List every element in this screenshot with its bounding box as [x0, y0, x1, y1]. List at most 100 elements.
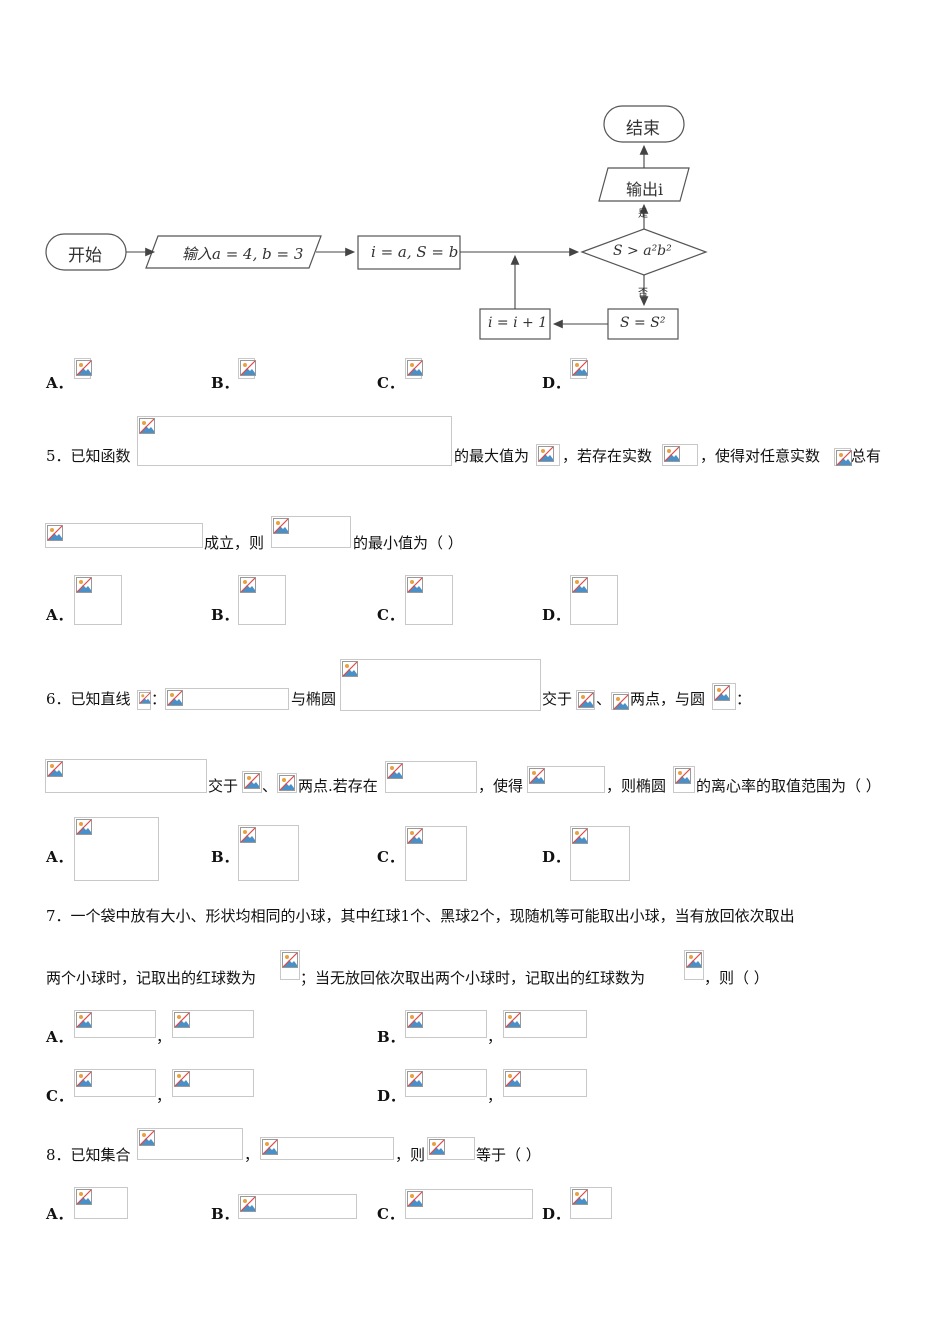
broken-image-icon — [76, 1012, 92, 1028]
q6-point-d — [277, 773, 297, 793]
q5-text-3: ，若存在实数 — [562, 447, 653, 465]
q7-option-b-comma: ， — [487, 1028, 503, 1046]
q4-option-c-label: C． — [377, 374, 404, 392]
q6-text-8: 交于 — [208, 777, 239, 795]
q5-text-4: ，使得对任意实数 — [700, 447, 821, 465]
q6-option-a-image — [74, 817, 159, 881]
q5-option-b-image — [238, 575, 286, 625]
q8-option-d-label: D． — [542, 1205, 571, 1223]
q8-set-expression — [427, 1137, 475, 1160]
condition-diamond — [580, 228, 708, 276]
q5-option-c-image — [405, 575, 453, 625]
q8-text-4: 等于（ ） — [476, 1146, 541, 1164]
q6-text-9: 、 — [262, 777, 278, 795]
broken-image-icon — [47, 761, 63, 777]
q6-text-10: 两点.若存在 — [298, 777, 378, 795]
q6-option-d-image — [570, 826, 630, 881]
assign-box — [357, 235, 461, 270]
broken-image-icon — [139, 1130, 155, 1146]
q5-inequality — [45, 523, 203, 548]
broken-image-icon — [174, 1071, 190, 1087]
q4-option-a-image — [74, 358, 91, 379]
q7-option-a-comma: ， — [156, 1028, 172, 1046]
q6-text-6: 两点，与圆 — [630, 690, 706, 708]
broken-image-icon — [279, 775, 295, 791]
broken-image-icon — [675, 768, 691, 784]
q8-text-1: 8．已知集合 — [46, 1146, 131, 1164]
q4-option-a-label: A． — [46, 374, 73, 392]
broken-image-icon — [262, 1139, 278, 1155]
broken-image-icon — [407, 1071, 423, 1087]
flow-input-label: 输入a = 4, b = 3 — [182, 245, 304, 263]
q8-set-a — [137, 1128, 243, 1160]
q6-option-a-label: A． — [46, 848, 73, 866]
q5-function-formula — [137, 416, 452, 466]
q6-point-c — [242, 771, 262, 793]
flow-no-label: 否 — [638, 288, 648, 299]
q7-var-x — [280, 950, 300, 980]
q7-option-c-image-1 — [74, 1069, 156, 1097]
q8-option-a-label: A． — [46, 1205, 73, 1223]
q5-real-var — [662, 444, 698, 466]
q6-text-13: 的离心率的取值范围为（ ） — [696, 777, 881, 795]
q7-option-a-image-1 — [74, 1010, 156, 1038]
broken-image-icon — [282, 952, 298, 968]
q8-option-c-image — [405, 1189, 533, 1219]
q6-text-2: ： — [151, 690, 167, 708]
q5-x-var — [834, 448, 851, 466]
broken-image-icon — [407, 1012, 423, 1028]
q8-set-b — [260, 1137, 394, 1160]
broken-image-icon — [167, 690, 183, 706]
broken-image-icon — [572, 1189, 588, 1205]
q6-option-d-label: D． — [542, 848, 571, 866]
square-box — [607, 308, 679, 340]
end-terminal — [603, 105, 685, 143]
q6-text-12: ，则椭圆 — [606, 777, 667, 795]
flow-increment-label: i = i + 1 — [488, 315, 548, 331]
broken-image-icon — [529, 768, 545, 784]
broken-image-icon — [572, 577, 588, 593]
broken-image-icon — [342, 661, 358, 677]
q8-option-d-image — [570, 1187, 612, 1219]
broken-image-icon — [240, 827, 256, 843]
broken-image-icon — [572, 828, 588, 844]
flow-yes-label: 是 — [638, 209, 648, 220]
q6-line-equation — [165, 688, 289, 710]
broken-image-icon — [76, 1071, 92, 1087]
broken-image-icon — [139, 692, 151, 704]
q8-text-2: ， — [244, 1146, 260, 1164]
q5-text-5: 总有 — [851, 447, 882, 465]
broken-image-icon — [244, 773, 260, 789]
q5-option-d-image — [570, 575, 618, 625]
q6-circle-name — [712, 683, 736, 710]
q5-option-d-label: D． — [542, 606, 571, 624]
q7-text-4: ，则（ ） — [704, 969, 769, 987]
broken-image-icon — [387, 763, 403, 779]
q6-line-name — [137, 690, 151, 710]
output-box — [598, 167, 690, 202]
q7-option-d-label: D． — [377, 1087, 406, 1105]
q7-option-b-image-2 — [503, 1010, 587, 1038]
flow-square-label: S = S² — [620, 315, 666, 331]
broken-image-icon — [139, 418, 155, 434]
q6-text-5: 、 — [596, 690, 612, 708]
broken-image-icon — [407, 1191, 423, 1207]
q4-option-b-image — [238, 358, 255, 379]
q7-option-c-label: C． — [46, 1087, 73, 1105]
broken-image-icon — [836, 450, 852, 466]
broken-image-icon — [613, 694, 629, 710]
broken-image-icon — [76, 1189, 92, 1205]
broken-image-icon — [505, 1012, 521, 1028]
q5-text-1: 5．已知函数 — [46, 447, 131, 465]
q6-text-11: ，使得 — [478, 777, 524, 795]
broken-image-icon — [407, 828, 423, 844]
broken-image-icon — [76, 360, 92, 376]
q4-option-c-image — [405, 358, 422, 379]
flow-assign-label: i = a, S = b — [371, 243, 459, 261]
broken-image-icon — [714, 685, 730, 701]
flow-output-label: 输出i — [626, 180, 664, 199]
broken-image-icon — [578, 692, 594, 708]
q5-text-6: 成立，则 — [204, 534, 265, 552]
q6-text-4: 交于 — [542, 690, 573, 708]
broken-image-icon — [429, 1139, 445, 1155]
